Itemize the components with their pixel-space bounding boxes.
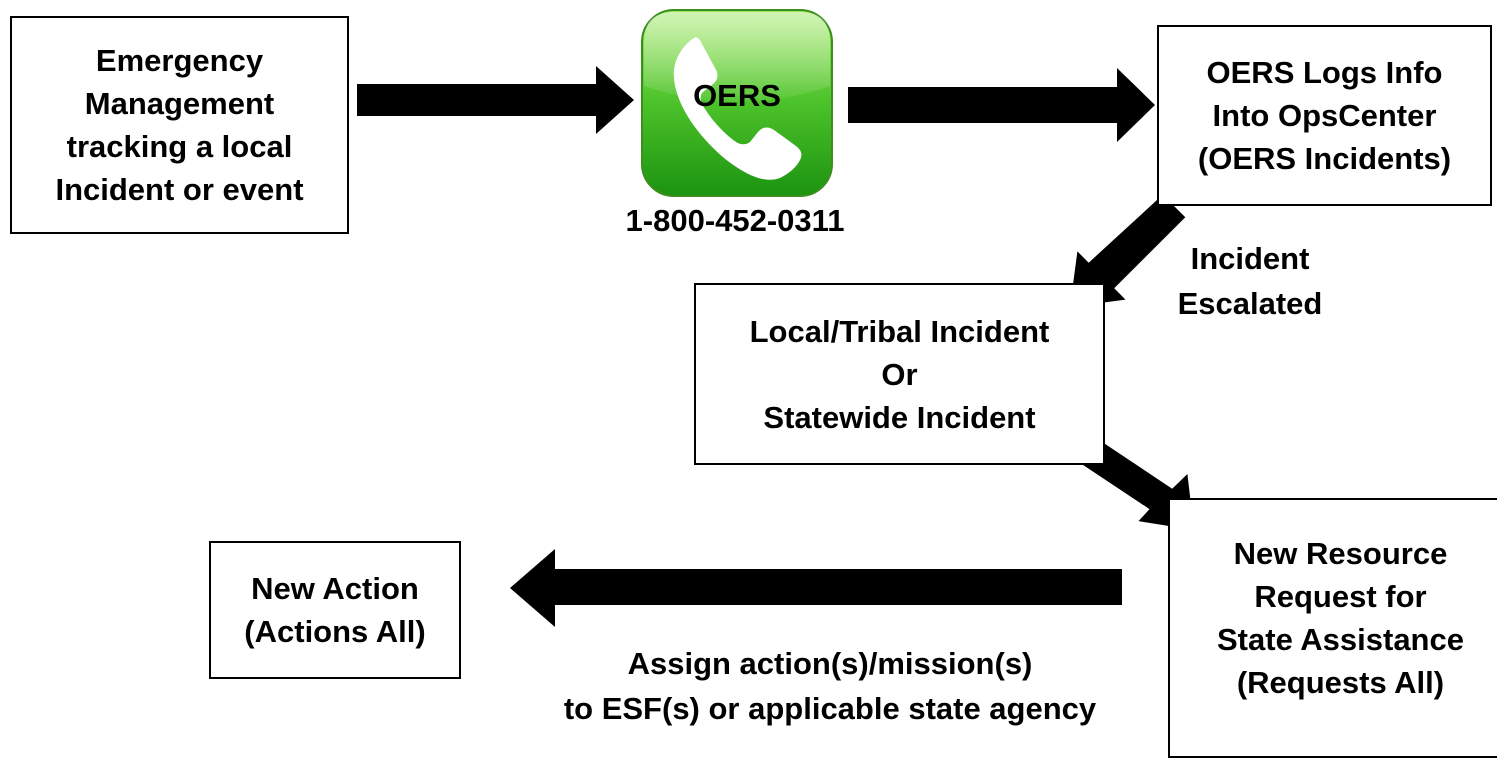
- box-line: New Action: [251, 571, 419, 606]
- phone-icon: [641, 9, 833, 197]
- box-line: Management: [84, 86, 275, 121]
- phone-number: 1-800-452-0311: [625, 203, 845, 238]
- box-line: State Assistance: [1217, 622, 1464, 657]
- box-line: tracking a local: [66, 129, 293, 164]
- label-line: Escalated: [1177, 286, 1323, 321]
- box-line: Local/Tribal Incident: [749, 313, 1050, 349]
- oers-label: OERS: [693, 78, 781, 113]
- box-line: Statewide Incident: [763, 399, 1036, 435]
- new-action-text: New Action (Actions All): [244, 567, 425, 653]
- box-line: Incident or event: [55, 172, 304, 207]
- incident-escalated-label: Incident Escalated: [1140, 236, 1360, 326]
- oers-phone: OERS: [640, 8, 834, 198]
- local-statewide-text: Local/Tribal Incident Or Statewide Incid…: [750, 310, 1050, 439]
- emergency-management-text: Emergency Management tracking a local In…: [55, 39, 303, 211]
- oers-logs-box: OERS Logs Info Into OpsCenter (OERS Inci…: [1157, 25, 1492, 206]
- resource-request-text: New Resource Request for State Assistanc…: [1217, 532, 1464, 704]
- local-statewide-box: Local/Tribal Incident Or Statewide Incid…: [694, 283, 1105, 465]
- oers-logs-text: OERS Logs Info Into OpsCenter (OERS Inci…: [1198, 51, 1451, 180]
- arrow-escalate: [1070, 194, 1186, 307]
- arrow-to-oers-logs: [848, 68, 1155, 142]
- box-line: Emergency: [95, 43, 264, 78]
- box-line: Request for: [1254, 579, 1427, 614]
- label-line: Incident: [1190, 241, 1310, 276]
- arrow-to-phone: [357, 66, 634, 134]
- arrow-to-action: [510, 549, 1122, 627]
- label-line: to ESF(s) or applicable state agency: [563, 691, 1097, 726]
- box-line: Into OpsCenter: [1212, 98, 1437, 133]
- box-line: Or: [881, 356, 918, 392]
- box-line: OERS Logs Info: [1206, 55, 1443, 90]
- assign-action-label: Assign action(s)/mission(s) to ESF(s) or…: [520, 641, 1140, 731]
- resource-request-box: New Resource Request for State Assistanc…: [1168, 498, 1497, 758]
- box-line: (Actions All): [244, 614, 426, 649]
- box-line: (OERS Incidents): [1197, 141, 1452, 176]
- label-line: Assign action(s)/mission(s): [627, 646, 1033, 681]
- emergency-management-box: Emergency Management tracking a local In…: [10, 16, 349, 234]
- box-line: New Resource: [1233, 536, 1448, 571]
- new-action-box: New Action (Actions All): [209, 541, 461, 679]
- box-line: (Requests All): [1236, 665, 1445, 700]
